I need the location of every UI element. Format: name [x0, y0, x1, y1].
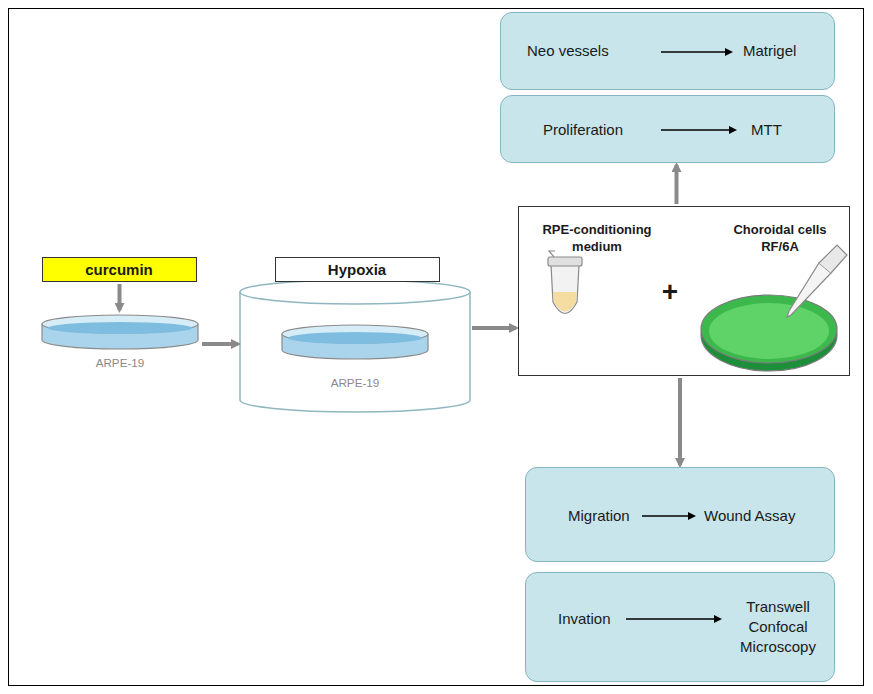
node-text: Transwell Confocal Microscopy	[726, 597, 830, 657]
assay-box: Invation Transwell Confocal Microscopy	[525, 572, 835, 682]
culture-dish: ARPE-19	[280, 322, 430, 392]
node-text: ARPE-19	[40, 354, 200, 371]
flow-arrow	[472, 326, 516, 330]
assay-box: Proliferation MTT	[500, 95, 835, 163]
culture-dish	[40, 312, 200, 362]
node-text: MTT	[751, 120, 782, 140]
hypoxia-chamber	[240, 280, 470, 412]
flow-arrow	[678, 378, 682, 465]
node-text: Wound Assay	[704, 506, 795, 526]
node-text: Hypoxia	[276, 260, 438, 280]
node-text: RPE-conditioning medium	[527, 221, 667, 255]
node-text: ARPE-19	[280, 374, 430, 391]
flow-arrow	[675, 165, 679, 204]
node-text: +	[655, 277, 685, 307]
culture-dish	[280, 322, 430, 372]
assay-box: Migration Wound Assay	[525, 467, 835, 562]
condition-box: Hypoxia	[275, 257, 440, 282]
coculture-box: RPE-conditioning medium + Choroidal cells …	[518, 206, 850, 376]
culture-dish: ARPE-19	[40, 312, 200, 376]
flow-arrow	[202, 342, 238, 346]
node-text: Neo vessels	[527, 41, 609, 61]
node-text: Choroidal cells RF/6A	[715, 221, 845, 255]
node-text: Migration	[568, 506, 630, 526]
node-text: Proliferation	[543, 120, 623, 140]
flow-arrow	[118, 284, 122, 310]
node-text: Matrigel	[743, 41, 796, 61]
assay-box: Neo vessels Matrigel	[500, 12, 835, 90]
node-text: curcumin	[43, 260, 195, 280]
node-text: Invation	[558, 609, 611, 629]
treatment-box: curcumin	[42, 257, 197, 282]
